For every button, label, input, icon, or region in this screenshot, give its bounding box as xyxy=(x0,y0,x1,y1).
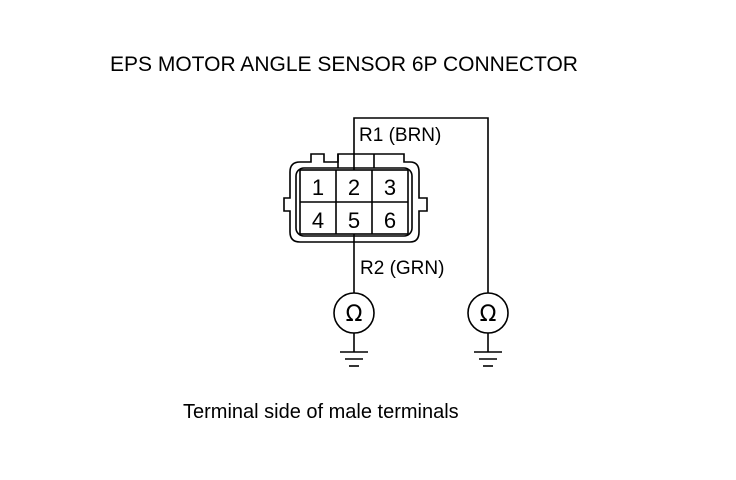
ohmmeter-right: Ω xyxy=(467,292,509,367)
ground-icon xyxy=(340,351,368,367)
connector-latch xyxy=(337,154,375,168)
pin-3-label: 3 xyxy=(384,175,396,200)
diagram-caption: Terminal side of male terminals xyxy=(183,401,459,423)
connector-housing xyxy=(283,153,428,243)
diagram-title: EPS MOTOR ANGLE SENSOR 6P CONNECTOR xyxy=(110,53,578,76)
pin-4-label: 4 xyxy=(312,208,324,233)
pin-6-label: 6 xyxy=(384,208,396,233)
r1-label: R1 (BRN) xyxy=(359,125,441,146)
r2-label: R2 (GRN) xyxy=(360,258,444,279)
r1-wire xyxy=(353,117,489,293)
pin-5-label: 5 xyxy=(348,208,360,233)
ohmmeter-left: Ω xyxy=(333,292,375,367)
connector-6p: 1 2 3 4 5 6 xyxy=(283,153,428,243)
pin-1-label: 1 xyxy=(312,175,324,200)
ground-icon xyxy=(474,351,502,367)
ohm-icon: Ω xyxy=(346,302,363,327)
pin-2-label: 2 xyxy=(348,175,360,200)
ohm-icon: Ω xyxy=(480,302,497,327)
